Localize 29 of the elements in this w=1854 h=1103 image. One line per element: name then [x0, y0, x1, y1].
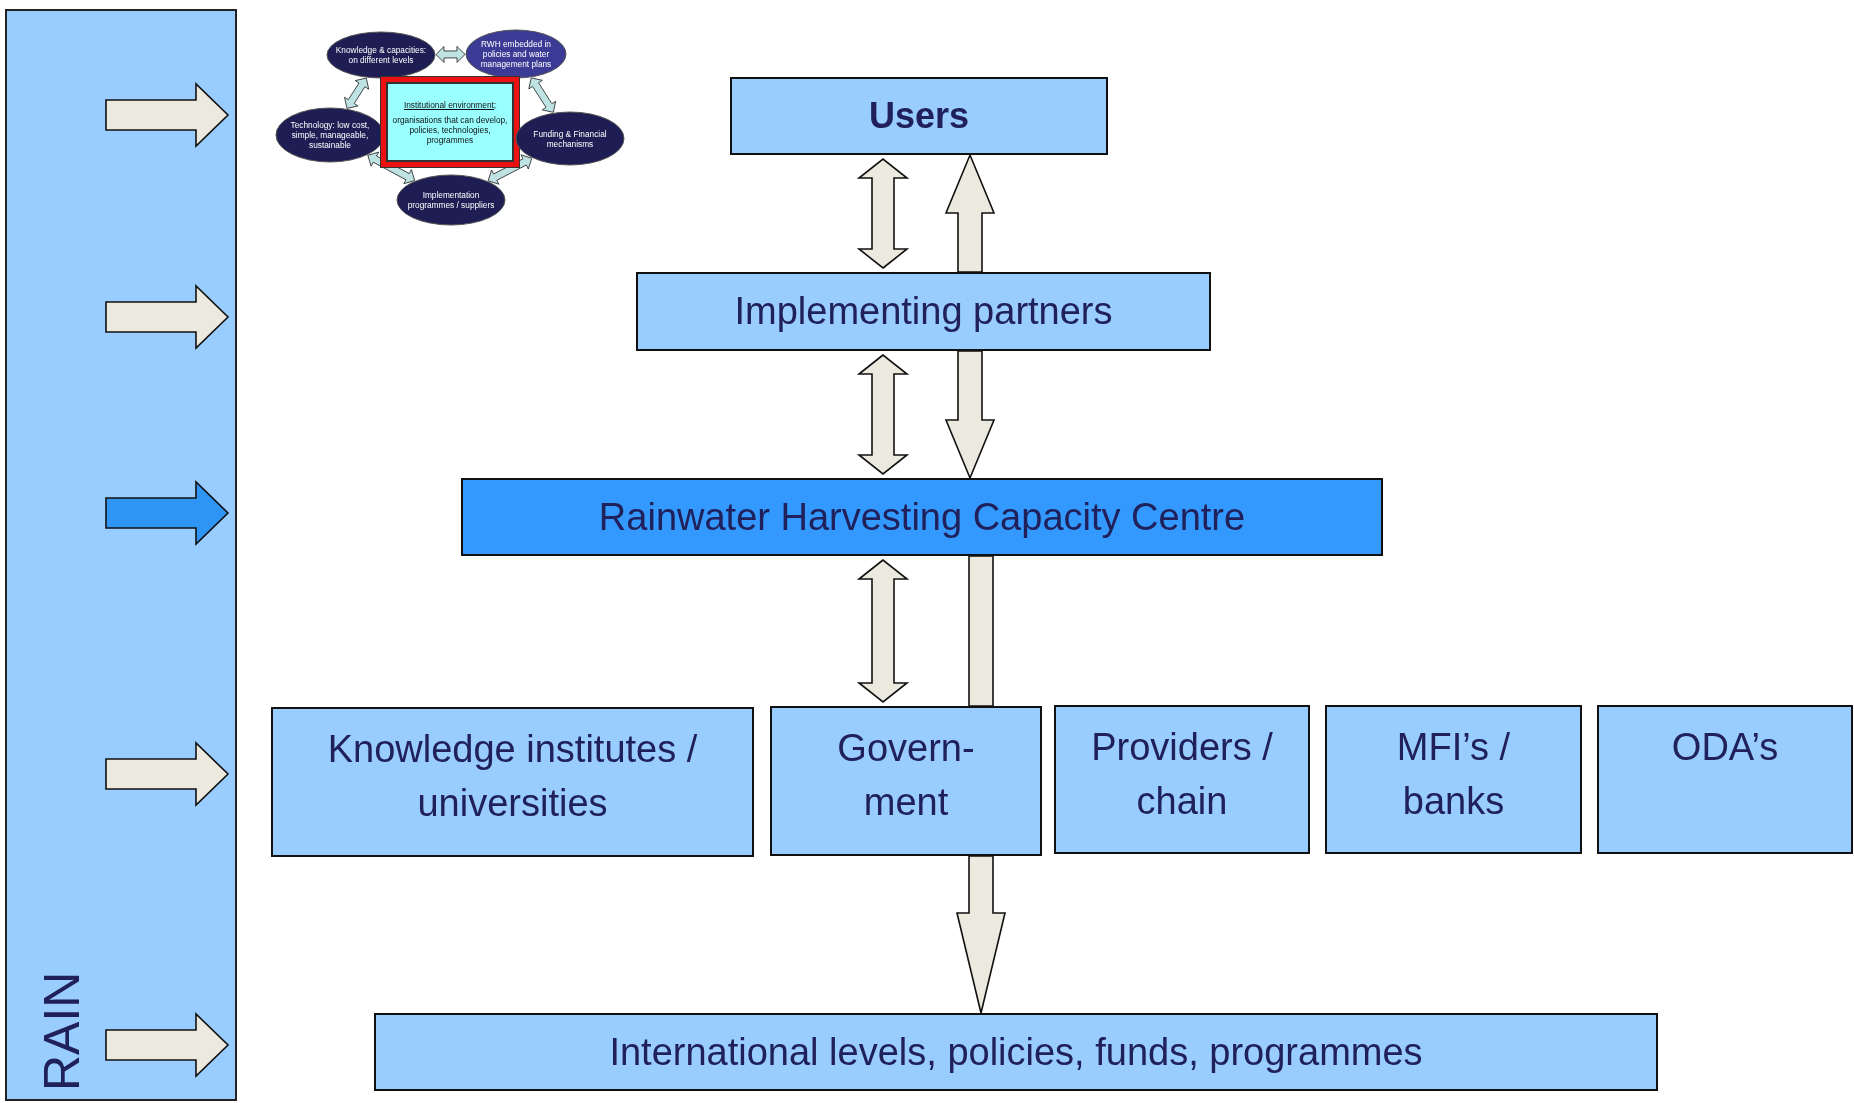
process-box: International levels, policies, funds, programmes	[374, 1013, 1658, 1091]
block-arrow	[856, 353, 910, 476]
process-box: Rainwater Harvesting Capacity Centre	[461, 478, 1383, 556]
ellipse-node: Funding & Financial mechanisms	[515, 111, 625, 166]
process-box: Knowledge institutes / universities	[271, 707, 754, 857]
process-box: Govern- ment	[770, 706, 1042, 856]
block-arrow	[944, 152, 996, 273]
process-box: MFI’s / banks	[1325, 705, 1582, 854]
side-band	[5, 9, 237, 1101]
ellipse-node: Implementation programmes / suppliers	[396, 174, 506, 226]
process-box: Providers / chain	[1054, 705, 1310, 854]
block-arrow	[344, 77, 370, 109]
ellipse-node: RWH embedded in policies and water management plans	[465, 29, 567, 79]
band-label: RAIN	[37, 971, 87, 1091]
block-arrow	[487, 154, 533, 185]
process-box: Implementing partners	[636, 272, 1211, 351]
box-text: organisations that can develop, policies, technologies, programmes	[392, 114, 508, 145]
process-box: ODA’s	[1597, 705, 1853, 854]
block-arrow	[528, 77, 557, 113]
block-arrow	[856, 157, 910, 270]
block-arrow	[944, 350, 996, 481]
block-arrow	[956, 855, 1006, 1014]
block-arrow	[435, 45, 466, 63]
connector-bar	[968, 555, 994, 707]
block-arrow	[856, 558, 910, 704]
ellipse-node: Knowledge & capacities: on different levels	[326, 31, 436, 79]
process-box: Users	[730, 77, 1108, 155]
block-arrow	[367, 151, 416, 185]
box-heading: Institutional environment;	[403, 99, 497, 110]
